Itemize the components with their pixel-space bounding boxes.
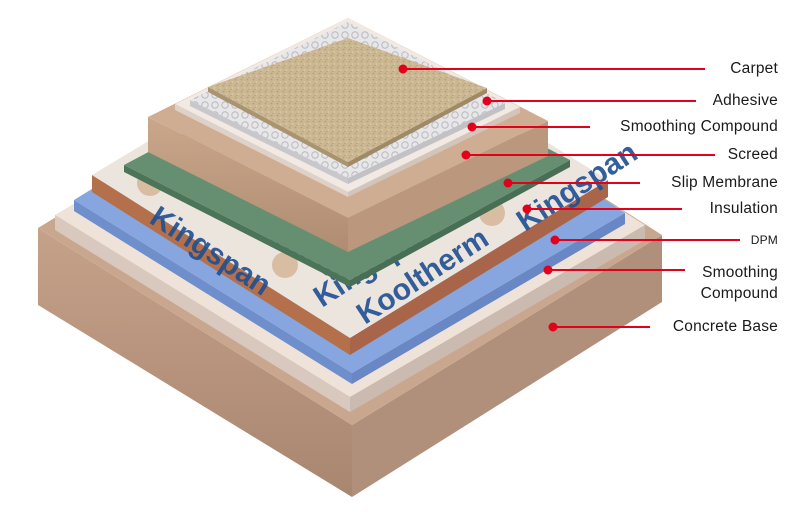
label-slip-membrane: Slip Membrane [671,174,778,191]
label-smoothing-compound-bottom-line1: Smoothing [702,264,778,281]
label-carpet: Carpet [730,60,778,77]
brand-logo-mark [272,252,298,278]
label-smoothing-compound-bottom: Smoothing Compound [701,262,778,304]
leader-dot-concrete [548,322,558,332]
leader-dot-adhesive [482,96,492,106]
label-concrete-base: Concrete Base [672,318,778,335]
label-smoothing-compound-bottom-line2: Compound [700,285,778,302]
label-insulation: Insulation [709,200,778,217]
label-screed: Screed [727,146,778,163]
leader-dot-slip-membrane [503,178,513,188]
label-dpm: DPM [750,233,778,247]
label-adhesive: Adhesive [712,92,778,109]
leader-dot-screed [461,150,471,160]
leader-dot-dpm [550,235,560,245]
label-smoothing-compound-top: Smoothing Compound [620,118,778,135]
leader-dot-carpet [398,64,408,74]
leader-lines [398,64,740,332]
leader-dot-smoothing-bottom [543,265,553,275]
leader-dot-insulation [522,204,532,214]
leader-dot-smoothing-top [467,122,477,132]
